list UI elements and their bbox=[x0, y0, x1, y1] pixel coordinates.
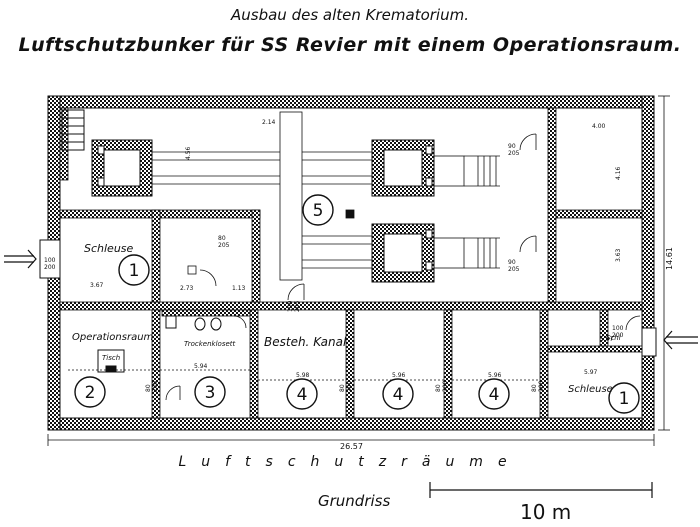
door-80-200a: 80200 bbox=[339, 380, 353, 392]
grundriss-label: Grundriss bbox=[318, 492, 391, 510]
plan-subtitle: Ausbau des alten Krematorium. bbox=[231, 6, 469, 24]
dim-2-14: 2.14 bbox=[262, 119, 276, 126]
label-schl: Schl bbox=[606, 334, 621, 342]
door-80-200c: 80200 bbox=[531, 380, 545, 392]
dim-5-94: 5.94 bbox=[194, 363, 208, 370]
door-100-205: 100205 bbox=[287, 300, 301, 312]
furnace-right-top bbox=[371, 139, 435, 197]
room-number-3: 3 bbox=[205, 383, 216, 403]
room-number-circles bbox=[74, 194, 640, 414]
room-number-4a: 4 bbox=[297, 385, 308, 405]
right-entrance bbox=[641, 327, 698, 357]
dim-total-height: 14.61 bbox=[665, 247, 674, 270]
left-entrance bbox=[4, 239, 61, 279]
furnace-right-bottom bbox=[371, 223, 435, 283]
room-number-5: 5 bbox=[313, 201, 324, 221]
scale-bar bbox=[429, 482, 653, 498]
label-besteh-kanal: Besteh. Kanal bbox=[264, 335, 347, 349]
dim-3-67: 3.67 bbox=[90, 282, 104, 289]
label-schleuse-left: Schleuse bbox=[84, 242, 134, 255]
room-labels: Schleuse Operationsraum Tisch Trockenklo… bbox=[72, 242, 621, 395]
dim-total-width: 26.57 bbox=[340, 442, 363, 451]
flue-channels bbox=[152, 111, 500, 281]
dimension-labels: 26.57 14.61 3.67 5.97 5.94 2.73 1.13 5.9… bbox=[44, 119, 674, 451]
room-number-4b: 4 bbox=[393, 385, 404, 405]
dim-4-56: 4.56 bbox=[185, 146, 192, 160]
door-80-200b: 80200 bbox=[435, 380, 449, 392]
label-operationsraum: Operationsraum bbox=[72, 332, 154, 343]
door-swings bbox=[165, 133, 641, 401]
label-trockenklosett: Trockenklosett bbox=[184, 340, 236, 348]
dim-3-63: 3.63 bbox=[615, 248, 622, 262]
dim-5-97: 5.97 bbox=[584, 369, 598, 376]
dim-1-13: 1.13 bbox=[232, 285, 246, 292]
dim-5-96a: 5.96 bbox=[392, 372, 406, 379]
footer-label: Luftschutzräume bbox=[178, 454, 522, 470]
room-number-1-right: 1 bbox=[619, 389, 630, 409]
dim-4-00: 4.00 bbox=[592, 123, 606, 130]
room-number-labels: 1 5 2 3 4 4 4 1 bbox=[85, 201, 630, 409]
plan-title: Luftschutzbunker für SS Revier mit einem… bbox=[18, 34, 682, 56]
dim-4-16: 4.16 bbox=[615, 166, 622, 180]
operating-table bbox=[97, 349, 125, 373]
interior-walls bbox=[59, 107, 643, 419]
dim-5-96b: 5.96 bbox=[488, 372, 502, 379]
dim-5-98: 5.98 bbox=[296, 372, 310, 379]
furnace-left bbox=[91, 139, 153, 197]
toilet-fixtures bbox=[165, 315, 222, 331]
staircase bbox=[61, 109, 85, 151]
room-number-4c: 4 bbox=[489, 385, 500, 405]
dim-2-73: 2.73 bbox=[180, 285, 194, 292]
dim-5-97b: 5.97 bbox=[600, 336, 614, 343]
label-tisch: Tisch bbox=[102, 354, 120, 362]
scale-label: 10 m bbox=[520, 500, 572, 524]
door-80-200d: 80200 bbox=[145, 380, 159, 392]
room-number-2: 2 bbox=[85, 383, 96, 403]
label-schleuse-right: Schleuse bbox=[568, 384, 613, 395]
room-number-1-left: 1 bbox=[129, 261, 140, 281]
